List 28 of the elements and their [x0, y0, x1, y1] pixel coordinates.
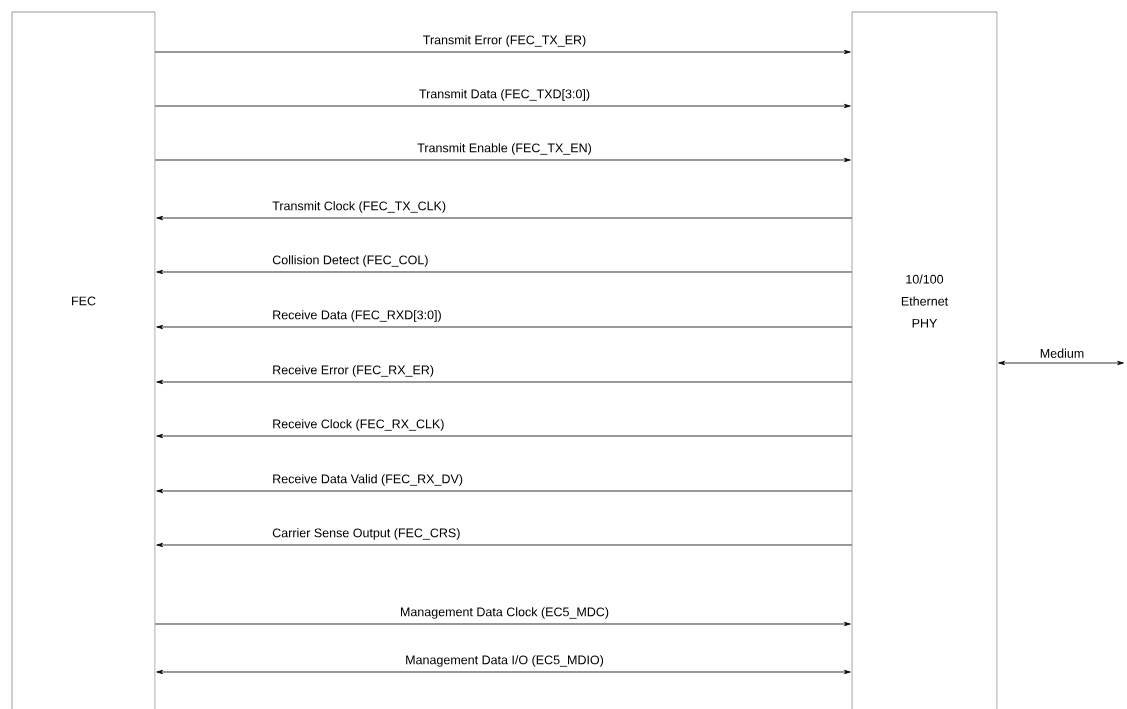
- arrow: [156, 669, 851, 675]
- arrow: [156, 488, 853, 494]
- arrow: [156, 215, 853, 221]
- edge-label: Management Data Clock (EC5_MDC): [401, 607, 609, 619]
- edge-label: Management Data I/O (EC5_MDIO): [406, 655, 604, 667]
- arrow: [154, 103, 851, 109]
- edge-label: Transmit Clock (FEC_TX_CLK): [272, 201, 446, 213]
- block-box: FEC: [11, 11, 156, 709]
- edge-label: Medium: [1040, 348, 1084, 358]
- arrow: [998, 360, 1124, 366]
- block-box: 10/100 Ethernet PHY: [851, 11, 998, 709]
- edge-label: Receive Data (FEC_RXD[3:0]): [273, 310, 441, 322]
- arrow: [154, 621, 851, 627]
- edge-label: Transmit Data (FEC_TXD[3:0]): [419, 89, 590, 101]
- edge-label: Transmit Enable (FEC_TX_EN): [417, 143, 591, 155]
- arrow: [156, 269, 853, 275]
- edge-label: Receive Clock (FEC_RX_CLK): [273, 419, 444, 431]
- edge-label: Carrier Sense Output (FEC_CRS): [272, 528, 460, 540]
- edge-label: Collision Detect (FEC_COL): [272, 255, 428, 267]
- arrow: [154, 157, 851, 163]
- arrow: [154, 49, 851, 55]
- edge-label: Transmit Error (FEC_TX_ER): [423, 35, 586, 47]
- edge-label: Receive Error (FEC_RX_ER): [273, 365, 434, 377]
- edge-label: Receive Data Valid (FEC_RX_DV): [273, 474, 463, 486]
- arrow: [156, 542, 853, 548]
- arrow: [156, 433, 853, 439]
- arrow: [156, 324, 853, 330]
- arrow: [156, 379, 853, 385]
